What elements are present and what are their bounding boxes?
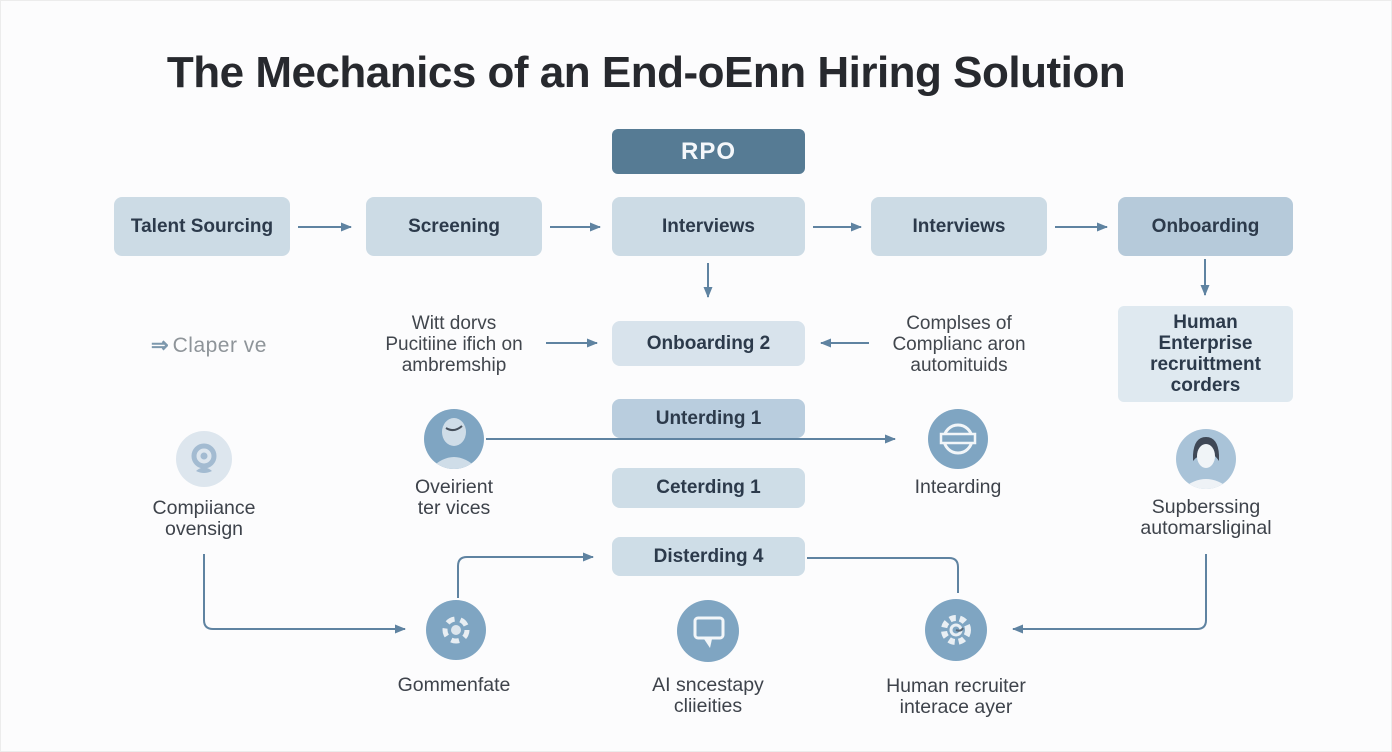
gear-icon <box>925 599 987 661</box>
stage-interviews-2: Interviews <box>871 197 1047 256</box>
unterding-box: Unterding 1 <box>612 399 805 438</box>
arrow-gommenfate-disterding <box>457 552 594 598</box>
webcam-person-glyph <box>191 443 217 473</box>
supberssing-label: Supberssing automarsliginal <box>1140 496 1272 539</box>
gear-refresh-glyph <box>442 616 470 644</box>
banded-circle-icon <box>928 409 988 469</box>
ai-assistant-label: AI sncestapy cliieities <box>652 674 764 717</box>
arrow-supberssing-gear <box>1012 554 1207 634</box>
disterding-box: Disterding 4 <box>612 537 805 576</box>
double-arrow-icon: ⇒ <box>151 334 169 357</box>
arrow-compliance-gommenfate <box>203 554 406 634</box>
gear-glyph <box>941 615 971 645</box>
page-title: The Mechanics of an End-oEnn Hiring Solu… <box>166 48 1126 97</box>
vendor-logo-text: Claper ve <box>172 333 267 357</box>
gear-refresh-icon <box>426 600 486 660</box>
onboarding2-box: Onboarding 2 <box>612 321 805 366</box>
person-dark-hair-glyph <box>1182 437 1230 489</box>
person-icon <box>424 409 484 469</box>
line-disterding-gear <box>807 557 959 593</box>
stage-interviews: Interviews <box>612 197 805 256</box>
note-right: Complses of Complianc aron automituids <box>892 313 1026 376</box>
intearding-label: Intearding <box>914 476 1002 498</box>
vendor-logo: ⇒ Claper ve <box>151 333 267 358</box>
chat-bubble-glyph <box>693 616 725 648</box>
note-left: Witt dorvs Pucitiine ifich on ambremship <box>385 313 523 376</box>
chat-bubble-icon <box>677 600 739 662</box>
banded-circle-glyph <box>939 423 977 455</box>
oveirient-label: Oveirient ter vices <box>414 476 494 519</box>
person-dark-hair-icon <box>1176 429 1236 489</box>
person-glyph <box>430 418 478 469</box>
gommenfate-label: Gommenfate <box>397 674 511 696</box>
ceterding-box: Ceterding 1 <box>612 468 805 508</box>
stage-onboarding: Onboarding <box>1118 197 1293 256</box>
compliance-label: Compiiance ovensign <box>152 497 256 540</box>
stage-talent-sourcing: Talent Sourcing <box>114 197 290 256</box>
stage-screening: Screening <box>366 197 542 256</box>
webcam-person-icon <box>176 431 232 487</box>
rpo-box: RPO <box>612 129 805 174</box>
human-recruiter-label: Human recruiter interace ayer <box>886 675 1026 718</box>
human-enterprise-box: Human Enterprise recruittment corders <box>1118 306 1293 402</box>
